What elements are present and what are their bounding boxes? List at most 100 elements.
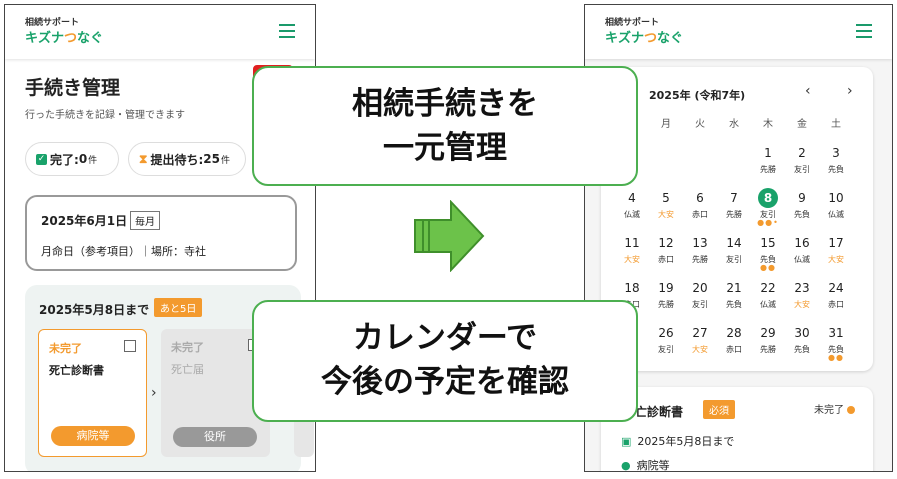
rokuyo-label: 先勝 xyxy=(760,165,776,174)
rokuyo-label: 先負 xyxy=(828,345,844,354)
calendar-day[interactable]: 19 先勝 xyxy=(651,278,681,310)
day-number: 4 xyxy=(628,191,636,205)
submit-location-button[interactable]: 役所 xyxy=(173,427,257,447)
calendar-day[interactable]: 24 赤口 xyxy=(821,278,851,310)
callout-line: 相続手続きを xyxy=(352,86,538,122)
day-number: 23 xyxy=(794,281,810,295)
calendar-day[interactable]: 26 友引 xyxy=(651,323,681,355)
day-number: 1 xyxy=(764,146,772,160)
doc-name: 死亡診断書 xyxy=(49,364,104,377)
task-title: 亡診断書 xyxy=(635,405,684,419)
day-number: 24 xyxy=(828,281,844,295)
rokuyo-label: 友引 xyxy=(760,210,776,219)
rokuyo-label: 友引 xyxy=(692,300,708,309)
callout-unified-management: 相続手続きを 一元管理 xyxy=(252,66,638,186)
calendar-day[interactable]: 1 先勝 xyxy=(753,143,783,175)
rokuyo-label: 友引 xyxy=(658,345,674,354)
day-number: 5 xyxy=(662,191,670,205)
day-number: 3 xyxy=(832,146,840,160)
document-card[interactable]: 未完了 死亡診断書 病院等 xyxy=(38,329,147,457)
event-card[interactable]: 2025年6月1日 毎月 月命日（参考項目）｜場所：寺社 xyxy=(25,195,297,271)
day-number: 11 xyxy=(624,236,640,250)
task-place: ●病院等 xyxy=(621,459,670,472)
doc-status: 未完了 xyxy=(49,342,82,355)
rokuyo-label: 仏滅 xyxy=(794,255,810,264)
day-number: 20 xyxy=(692,281,708,295)
doc-checkbox[interactable] xyxy=(124,340,136,352)
day-number: 13 xyxy=(692,236,708,250)
day-number: 27 xyxy=(692,326,708,340)
status-dot-icon xyxy=(847,406,855,414)
calendar-day[interactable]: 16 仏滅 xyxy=(787,233,817,265)
menu-icon[interactable] xyxy=(856,24,872,38)
rokuyo-label: 先勝 xyxy=(692,255,708,264)
hourglass-icon: ⧗ xyxy=(139,151,148,166)
chevron-right-icon[interactable]: › xyxy=(151,385,157,401)
app-logo[interactable]: キズナつなぐ xyxy=(605,31,684,46)
menu-icon[interactable] xyxy=(279,24,295,38)
day-number: 10 xyxy=(828,191,844,205)
calendar-month: 2025年 (令和7年) xyxy=(649,89,746,102)
location-pin-icon: ● xyxy=(621,459,631,472)
page-subtitle: 行った手続きを記録・管理できます xyxy=(25,110,185,121)
calendar-day[interactable]: 9 先負 xyxy=(787,188,817,220)
calendar-icon: ▣ xyxy=(621,435,632,448)
prev-month-icon[interactable]: ‹ xyxy=(805,83,811,99)
rokuyo-label: 友引 xyxy=(726,255,742,264)
rokuyo-label: 大安 xyxy=(828,255,844,264)
weekday-label: 火 xyxy=(695,119,705,130)
day-number: 16 xyxy=(794,236,810,250)
rokuyo-label: 先負 xyxy=(794,210,810,219)
rokuyo-label: 先勝 xyxy=(658,300,674,309)
rokuyo-label: 赤口 xyxy=(828,300,844,309)
callout-line: カレンダーで xyxy=(352,320,538,356)
day-number: 26 xyxy=(658,326,674,340)
app-header: 相続サポート キズナつなぐ xyxy=(5,5,315,59)
app-logo[interactable]: キズナつなぐ xyxy=(25,31,104,46)
callout-line: 今後の予定を確認 xyxy=(321,364,569,400)
logo-subtitle: 相続サポート xyxy=(605,18,660,28)
rokuyo-label: 友引 xyxy=(794,165,810,174)
rokuyo-label: 仏滅 xyxy=(760,300,776,309)
weekday-label: 水 xyxy=(729,119,739,130)
callout-line: 一元管理 xyxy=(383,130,507,166)
app-header: 相続サポート キズナつなぐ xyxy=(585,5,892,59)
calendar-day[interactable]: 13 先勝 xyxy=(685,233,715,265)
day-number: 19 xyxy=(658,281,674,295)
task-card[interactable]: 亡診断書 必須 未完了 ▣2025年5月8日まで ●病院等 xyxy=(601,387,873,472)
day-number: 8 xyxy=(758,188,778,208)
next-month-icon[interactable]: › xyxy=(847,83,853,99)
rokuyo-label: 先負 xyxy=(726,300,742,309)
day-number: 9 xyxy=(798,191,806,205)
calendar-day[interactable]: 20 友引 xyxy=(685,278,715,310)
day-number: 29 xyxy=(760,326,776,340)
page-title: 手続き管理 xyxy=(25,77,121,99)
document-card[interactable]: 未完了 死亡届 役所 xyxy=(161,329,270,457)
submit-location-button[interactable]: 病院等 xyxy=(51,426,135,446)
rokuyo-label: 仏滅 xyxy=(828,210,844,219)
calendar-day[interactable]: 10 仏滅 xyxy=(821,188,851,220)
